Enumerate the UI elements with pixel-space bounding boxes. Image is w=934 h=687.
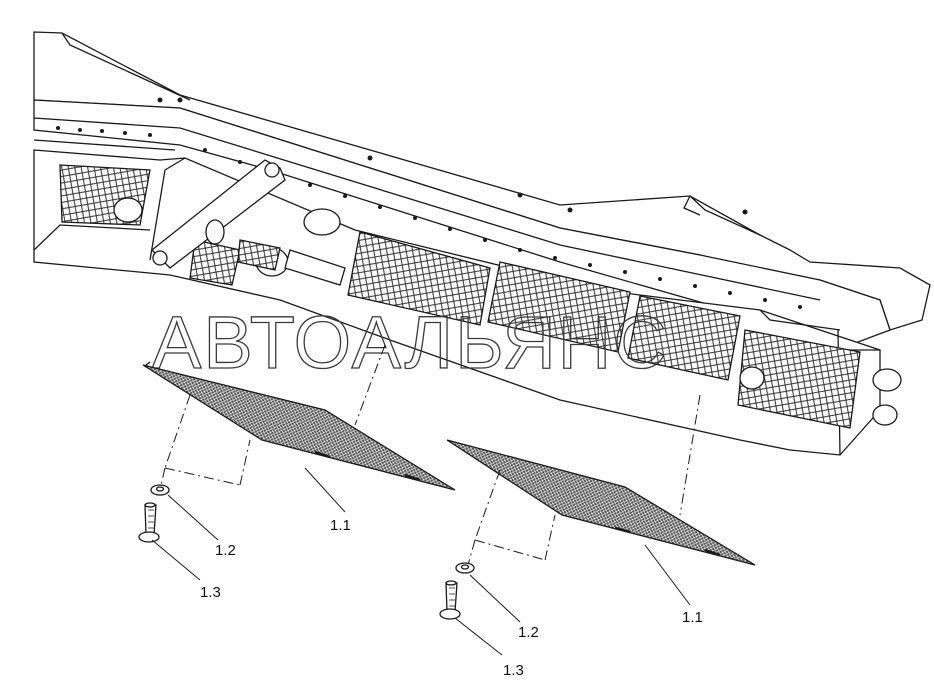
washer-right: [455, 562, 475, 574]
upper-rail: [33, 99, 891, 346]
bolt-right: [439, 580, 461, 620]
rivet-row: [56, 97, 802, 309]
housing-mesh-panels: [59, 164, 861, 429]
bolt-left: [138, 502, 160, 543]
leader-lines: [151, 467, 691, 656]
callout-screen-right: 1.1: [682, 609, 703, 626]
callout-bolt-left: 1.3: [200, 584, 221, 601]
callout-washer-left: 1.2: [215, 542, 236, 559]
center-lines: [159, 344, 701, 566]
callout-bolt-right: 1.3: [503, 662, 524, 679]
callout-washer-right: 1.2: [518, 624, 539, 641]
mesh-screen-left: [142, 361, 456, 491]
callout-screen-left: 1.1: [330, 517, 351, 534]
watermark: АВТОАЛЬЯНС: [152, 301, 669, 384]
mesh-screen-right: [446, 439, 756, 566]
linkage-arm: [113, 159, 902, 426]
washer-left: [150, 484, 170, 496]
